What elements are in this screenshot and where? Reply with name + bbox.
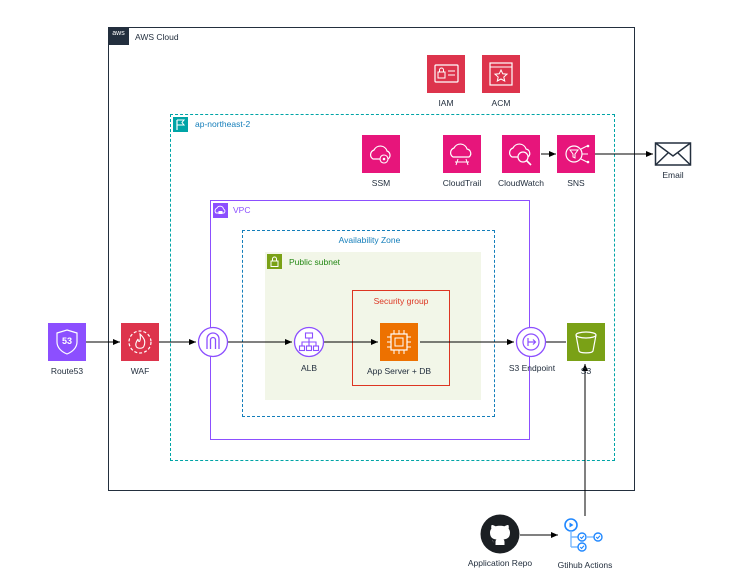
cloudwatch-label: CloudWatch xyxy=(498,178,544,188)
sns-label: SNS xyxy=(567,178,585,188)
iam-label: IAM xyxy=(438,98,454,108)
s3-endpoint-label: S3 Endpoint xyxy=(508,363,556,373)
aws-logo-text: aws xyxy=(112,30,125,37)
ssm-label: SSM xyxy=(371,178,391,188)
github-actions-label: Gtihub Actions xyxy=(557,560,613,570)
subnet-lock-icon xyxy=(267,254,282,269)
waf-label: WAF xyxy=(130,366,150,376)
public-subnet-group: Public subnet xyxy=(265,252,481,400)
vpc-lock-icon xyxy=(213,203,228,218)
cloudtrail-label: CloudTrail xyxy=(442,178,482,188)
github-octocat-icon xyxy=(480,514,520,554)
route53-label: Route53 xyxy=(50,366,84,376)
route53-badge-text: 53 xyxy=(61,336,72,346)
vpc-label: VPC xyxy=(233,205,251,215)
region-flag-icon xyxy=(173,117,188,132)
application-repo-label: Application Repo xyxy=(467,558,533,568)
region-group: ap-northeast-2 xyxy=(170,114,615,461)
iam-icon xyxy=(427,55,465,93)
cloudtrail-icon xyxy=(443,135,481,173)
alb-icon xyxy=(293,326,325,358)
email-label: Email xyxy=(662,170,684,180)
acm-label: ACM xyxy=(491,98,511,108)
aws-cloud-label: AWS Cloud xyxy=(135,32,179,42)
public-subnet-label: Public subnet xyxy=(289,257,341,267)
email-icon xyxy=(654,140,692,168)
app-server-label: App Server + DB xyxy=(366,366,431,376)
route53-icon: 53 xyxy=(48,323,86,361)
s3-label: S3 xyxy=(580,366,592,376)
security-group-label: Security group xyxy=(373,296,429,306)
cloudwatch-icon xyxy=(502,135,540,173)
ec2-icon xyxy=(380,323,418,361)
s3-icon xyxy=(567,323,605,361)
region-label: ap-northeast-2 xyxy=(195,119,251,129)
ssm-icon xyxy=(362,135,400,173)
availability-zone-group: Availability Zone xyxy=(242,230,495,417)
waf-icon xyxy=(121,323,159,361)
availability-zone-label: Availability Zone xyxy=(338,235,401,245)
acm-icon xyxy=(482,55,520,93)
aws-logo: aws xyxy=(108,27,129,45)
alb-label: ALB xyxy=(300,363,318,373)
sns-icon xyxy=(557,135,595,173)
vpc-group: VPC xyxy=(210,200,530,440)
s3-endpoint-icon xyxy=(515,326,547,358)
internet-gateway-icon xyxy=(197,326,229,358)
security-group: Security group xyxy=(352,290,450,386)
aws-cloud-group: aws AWS Cloud xyxy=(108,27,635,491)
github-actions-icon xyxy=(562,516,608,556)
